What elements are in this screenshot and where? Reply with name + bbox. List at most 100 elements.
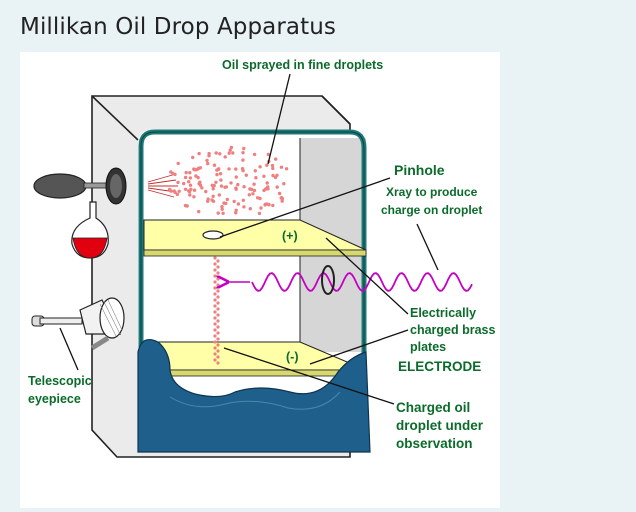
- oil-droplet: [216, 211, 220, 215]
- oil-droplet: [176, 161, 180, 166]
- oil-droplet: [173, 190, 177, 195]
- oil-droplet: [252, 182, 256, 186]
- oil-droplet: [274, 157, 278, 161]
- label-charged-line2: droplet under: [396, 418, 484, 433]
- oil-droplet: [254, 176, 258, 180]
- oil-droplet: [215, 172, 219, 177]
- oil-droplet: [217, 167, 221, 171]
- oil-droplet: [197, 151, 201, 156]
- label-brass-line2: charged brass: [410, 323, 496, 337]
- falling-droplet: [216, 313, 220, 317]
- oil-droplet: [214, 151, 218, 155]
- falling-droplet: [213, 268, 217, 272]
- oil-droplet: [259, 206, 263, 210]
- oil-droplet: [188, 183, 193, 187]
- oil-droplet: [236, 182, 240, 187]
- falling-droplet: [213, 298, 217, 302]
- oil-droplet: [277, 191, 282, 196]
- oil-droplet: [248, 207, 252, 211]
- oil-droplet: [282, 182, 286, 186]
- falling-droplet: [216, 349, 220, 353]
- oil-droplet: [214, 180, 218, 184]
- oil-droplet: [270, 163, 275, 168]
- oil-droplet: [234, 167, 238, 171]
- apparatus-diagram: Oil sprayed in fine droplets Pinhole Xra…: [28, 58, 496, 458]
- oil-droplet: [279, 165, 284, 169]
- diagram-canvas: Oil sprayed in fine droplets Pinhole Xra…: [20, 52, 500, 508]
- oil-droplet: [219, 184, 224, 188]
- oil-droplet: [206, 161, 210, 166]
- oil-droplet: [176, 180, 180, 185]
- oil-droplet: [211, 184, 215, 188]
- upper-plate: [143, 219, 367, 257]
- oil-droplet: [167, 187, 172, 192]
- label-oil-sprayed: Oil sprayed in fine droplets: [222, 58, 383, 72]
- oil-droplet: [196, 175, 200, 180]
- oil-droplet: [266, 152, 271, 157]
- falling-droplet: [213, 262, 217, 266]
- oil-droplet: [275, 185, 279, 189]
- oil-droplet: [247, 193, 251, 197]
- falling-droplet: [216, 283, 220, 287]
- oil-droplet: [265, 163, 269, 167]
- label-eyepiece-line1: Telescopic: [28, 374, 92, 388]
- oil-droplet: [229, 145, 234, 150]
- label-brass-line1: Electrically: [410, 306, 476, 320]
- page-title: Millikan Oil Drop Apparatus: [20, 14, 336, 40]
- label-electrode: ELECTRODE: [398, 359, 481, 374]
- oil-droplet: [221, 211, 225, 215]
- oil-droplet: [255, 196, 260, 200]
- oil-droplet: [263, 202, 267, 206]
- oil-droplet: [205, 158, 209, 163]
- label-minus: (-): [286, 350, 299, 364]
- oil-droplet: [241, 158, 245, 162]
- falling-droplet: [213, 280, 217, 284]
- oil-droplet: [228, 148, 232, 152]
- oil-droplet: [275, 173, 279, 177]
- oil-droplet: [242, 185, 246, 189]
- oil-droplet: [231, 151, 235, 155]
- oil-droplet: [225, 197, 229, 202]
- oil-droplet: [188, 176, 193, 180]
- oil-droplet: [271, 203, 275, 208]
- oil-droplet: [251, 192, 255, 196]
- oil-droplet: [187, 180, 191, 184]
- oil-droplet: [198, 166, 203, 170]
- falling-droplet: [216, 331, 220, 335]
- label-brass-line3: plates: [410, 340, 446, 354]
- oil-droplet: [223, 155, 227, 159]
- label-plus: (+): [282, 229, 298, 243]
- oil-droplet: [192, 167, 196, 171]
- oil-droplet: [258, 165, 262, 169]
- falling-droplet: [216, 301, 220, 305]
- label-charged-line1: Charged oil: [396, 400, 470, 415]
- falling-droplet: [213, 292, 217, 296]
- oil-droplet: [217, 193, 221, 197]
- pinhole: [202, 230, 224, 240]
- oil-droplet: [169, 170, 173, 174]
- label-pinhole: Pinhole: [394, 162, 445, 178]
- falling-droplet: [216, 319, 220, 323]
- oil-droplet: [219, 178, 223, 182]
- oil-droplet: [234, 175, 238, 179]
- oil-droplet: [234, 186, 238, 190]
- oil-droplet: [265, 181, 269, 185]
- oil-droplet: [220, 207, 224, 211]
- oil-droplet: [220, 205, 224, 209]
- oil-droplet: [227, 167, 231, 171]
- oil-droplet: [212, 163, 217, 167]
- oil-droplet: [206, 199, 210, 203]
- oil-droplet: [242, 205, 246, 209]
- oil-droplet: [175, 192, 180, 197]
- oil-droplet: [192, 195, 196, 199]
- oil-droplet: [189, 187, 193, 191]
- telescopic-eyepiece-icon: [31, 297, 125, 351]
- oil-droplet: [248, 187, 252, 191]
- oil-droplet: [211, 187, 215, 191]
- falling-droplet: [213, 358, 217, 362]
- oil-droplet: [279, 196, 284, 200]
- falling-droplet: [213, 256, 217, 260]
- falling-droplet: [216, 277, 220, 281]
- oil-droplet: [266, 185, 270, 189]
- falling-droplet: [216, 325, 220, 329]
